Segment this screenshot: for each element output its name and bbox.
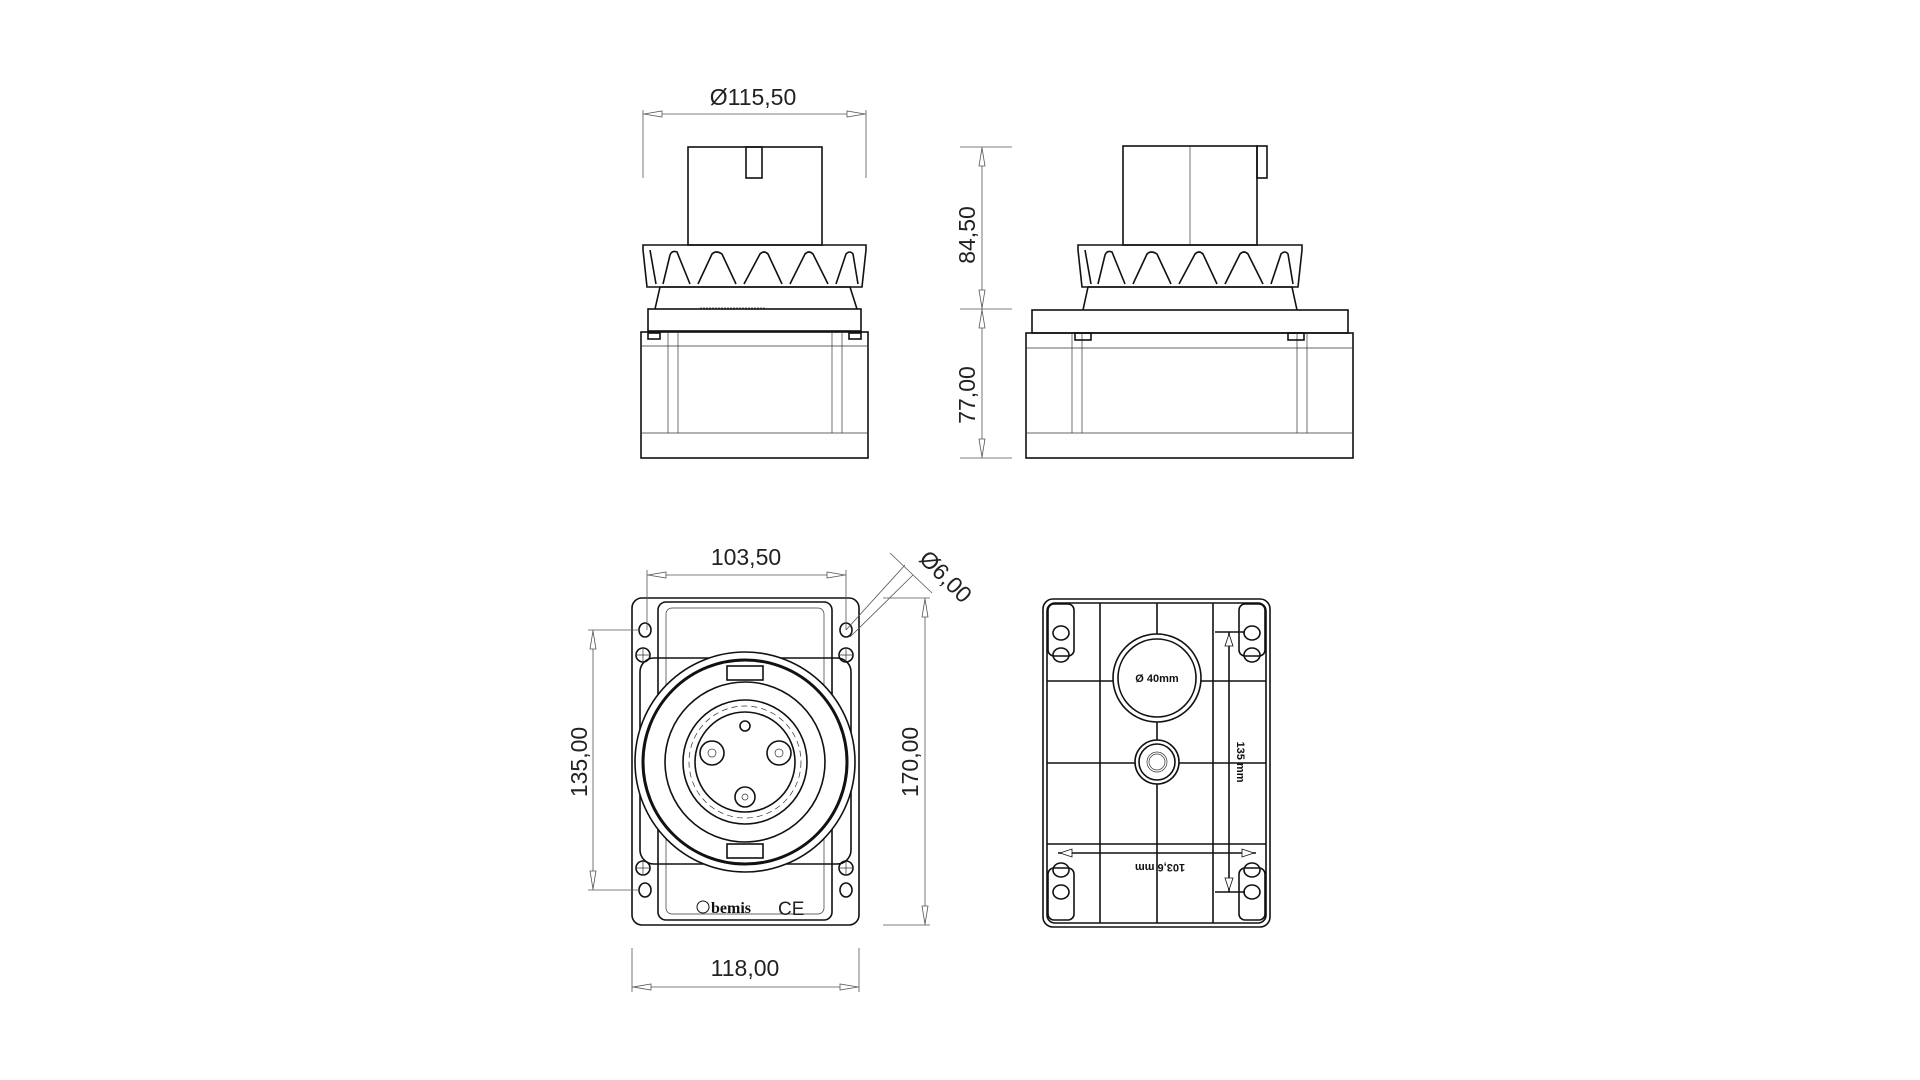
dimension-label-width-total: 118,00: [711, 955, 780, 981]
brand-logo: bemis CE: [696, 899, 804, 920]
dimension-label-height-holes: 135,00: [566, 727, 592, 797]
dimension-diameter-top: Ø115,50: [642, 84, 867, 178]
dimension-heights: 84,50 77,00: [954, 146, 1012, 459]
dimension-label-height-total: 170,00: [897, 727, 923, 797]
screws: [635, 647, 854, 876]
back-dimension-horizontal: 103,6 mm: [1058, 848, 1256, 873]
dimension-width-holes: 103,50: [646, 544, 847, 630]
dimension-label-width-holes: 103,50: [711, 544, 781, 570]
ce-mark: CE: [778, 899, 804, 920]
side-elevation-left: [640, 146, 869, 459]
dimension-label-height-upper: 84,50: [954, 206, 980, 264]
dimension-label-hole-diameter: Ø6,00: [914, 545, 977, 608]
dimension-hole-diameter: Ø6,00: [845, 545, 977, 638]
brand-name: bemis: [711, 900, 751, 917]
back-dimension-vertical: 135 mm: [1215, 631, 1246, 893]
dimension-height-total: 170,00: [883, 597, 930, 926]
dimension-label-diameter-top: Ø115,50: [710, 84, 797, 110]
back-vertical-label: 135 mm: [1234, 742, 1246, 783]
dimension-width-total: 118,00: [631, 948, 860, 992]
cable-entry-label: Ø 40mm: [1135, 673, 1179, 685]
side-elevation-right: [1025, 145, 1354, 459]
dimension-label-height-lower: 77,00: [954, 366, 980, 424]
dimension-height-holes: 135,00: [566, 629, 640, 891]
back-view: Ø 40mm 135 mm: [1042, 598, 1271, 928]
socket: [634, 651, 856, 873]
back-horizontal-label: 103,6 mm: [1135, 861, 1185, 873]
front-view: bemis CE: [631, 597, 860, 926]
corner-lugs: [1047, 603, 1266, 921]
